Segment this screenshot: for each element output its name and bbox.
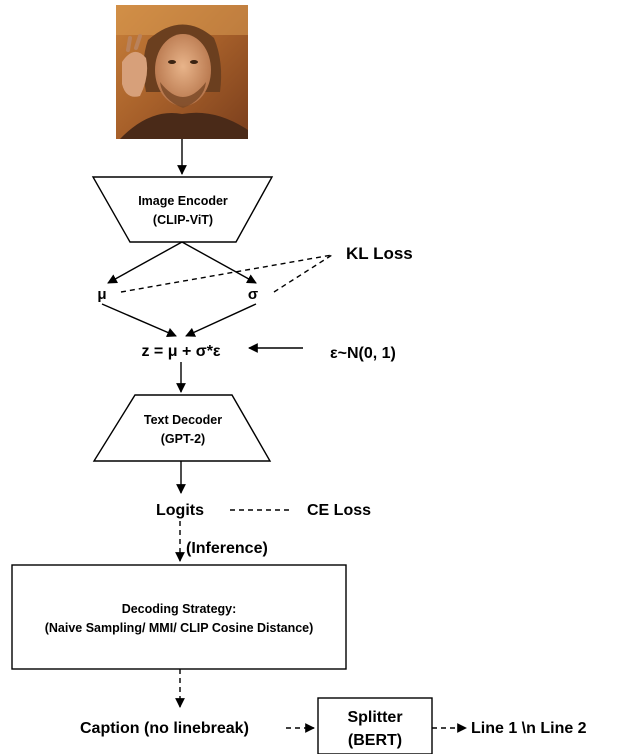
- encoder-title: Image Encoder: [138, 194, 228, 208]
- text-decoder-block: [92, 394, 272, 462]
- portrait-photo: [116, 5, 248, 139]
- decoding-strategy-box: [11, 564, 347, 670]
- inference-label: (Inference): [186, 540, 268, 557]
- decoding-subtitle: (Naive Sampling/ MMI/ CLIP Cosine Distan…: [45, 621, 314, 635]
- noise-label: ε~N(0, 1): [330, 345, 396, 362]
- splitter-subtitle: (BERT): [348, 732, 402, 749]
- reparam-equation: z = μ + σ*ε: [141, 343, 220, 360]
- logits-label: Logits: [156, 502, 204, 519]
- decoding-title: Decoding Strategy:: [122, 602, 237, 616]
- decoder-title: Text Decoder: [144, 413, 222, 427]
- encoder-subtitle: (CLIP-ViT): [153, 213, 213, 227]
- kl-loss-label: KL Loss: [346, 244, 413, 263]
- result-label: Line 1 \n Line 2: [471, 720, 587, 737]
- sigma-label: σ: [248, 286, 258, 303]
- mu-label: μ: [97, 286, 106, 303]
- splitter-title: Splitter: [347, 709, 402, 726]
- decoder-subtitle: (GPT-2): [161, 432, 205, 446]
- splitter-box: [317, 697, 433, 754]
- ce-loss-label: CE Loss: [307, 502, 371, 519]
- image-encoder-block: [91, 176, 274, 243]
- caption-label: Caption (no linebreak): [80, 720, 249, 737]
